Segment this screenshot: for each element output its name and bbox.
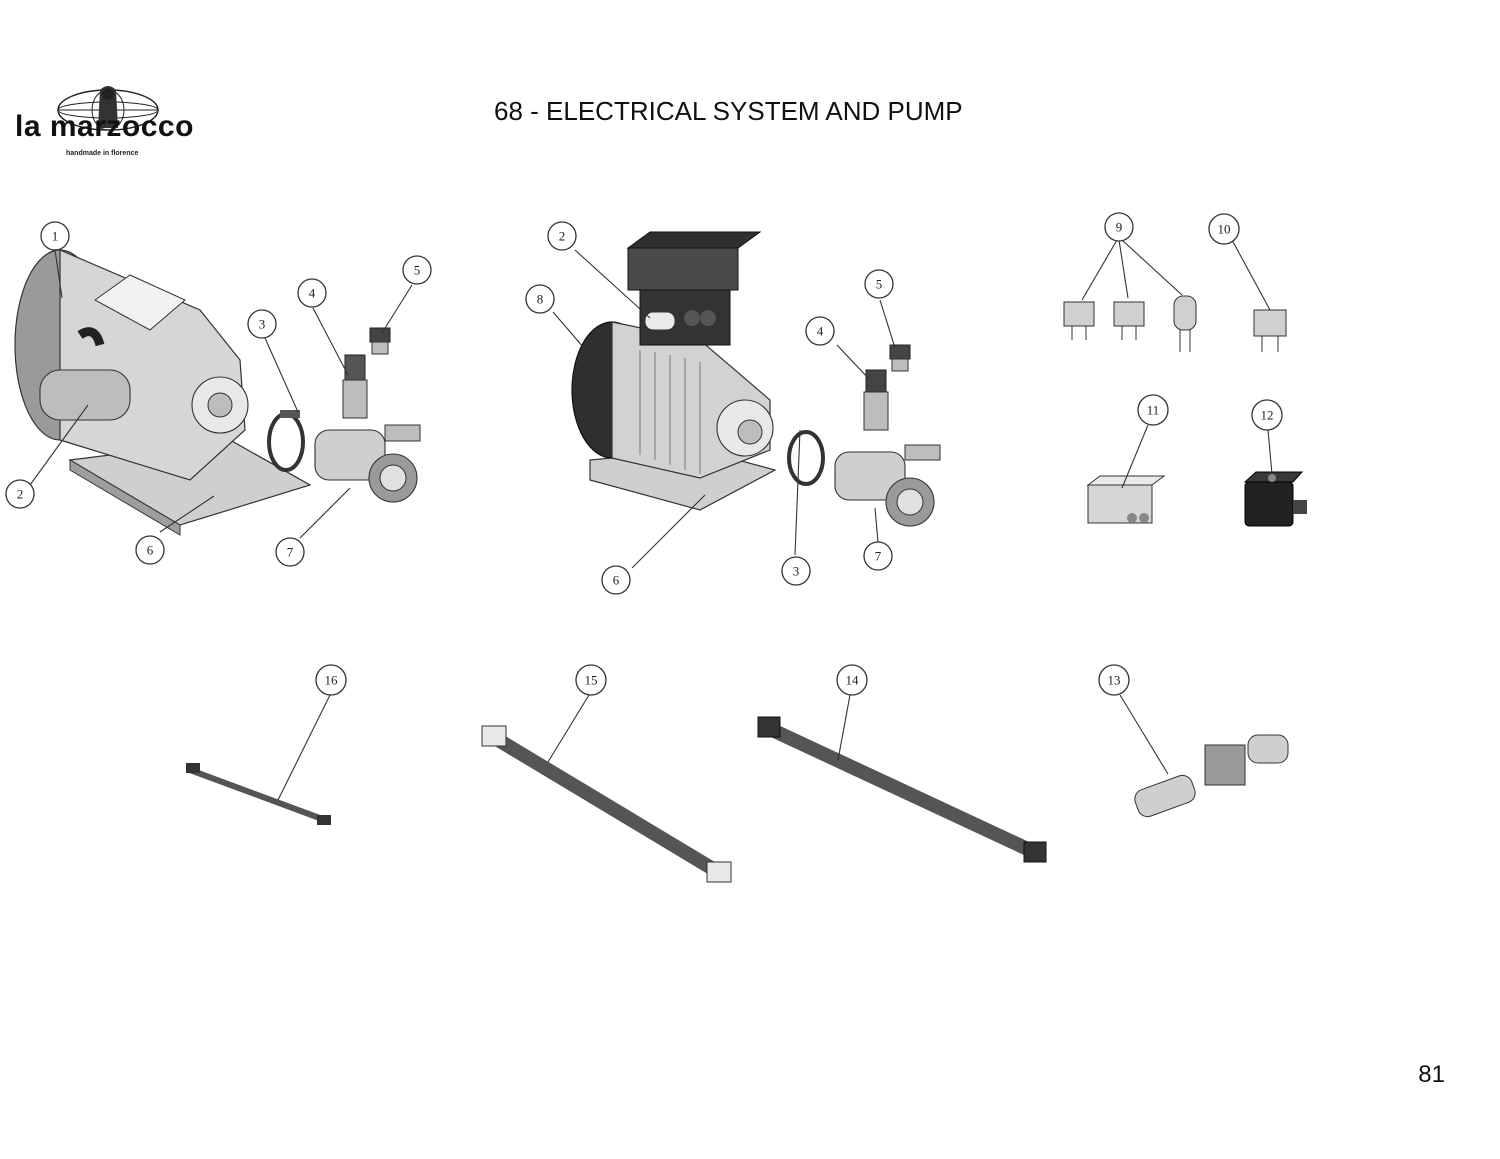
fitting-part-4b [863,369,889,431]
svg-text:9: 9 [1116,220,1123,235]
nut-part-5b [889,344,911,372]
motor-assembly-left [14,249,421,536]
page-title: 68 - ELECTRICAL SYSTEM AND PUMP [494,96,963,126]
callout-5a: 5 [402,255,432,285]
callout-7a: 7 [275,537,305,567]
callout-2a: 2 [5,479,35,509]
svg-text:14: 14 [846,673,860,688]
lion-globe-logo-icon [57,86,159,131]
svg-text:4: 4 [309,286,316,301]
svg-text:12: 12 [1261,408,1274,423]
filter-part-11 [1086,475,1166,524]
callout-14: 14 [836,664,868,696]
svg-text:2: 2 [559,229,566,244]
capacitor-part-2 [644,311,676,331]
relay-part-10 [1253,309,1287,352]
callout-2b: 2 [547,221,577,251]
svg-text:15: 15 [585,673,598,688]
svg-text:3: 3 [259,317,266,332]
svg-text:4: 4 [817,324,824,339]
relay-part-9b [1113,301,1145,340]
callout-4a: 4 [297,278,327,308]
callout-15: 15 [575,664,607,696]
brand-name: la marzocco [15,110,194,143]
callout-9: 9 [1104,212,1134,242]
vane-pump-part-7b [834,444,941,527]
callout-5b: 5 [864,269,894,299]
leader-lines [29,239,1273,801]
svg-text:2: 2 [17,487,24,502]
capacitor-part-9c [1173,295,1197,352]
svg-text:11: 11 [1147,403,1160,418]
cable-part-14 [757,716,1047,863]
svg-text:3: 3 [793,564,800,579]
svg-text:7: 7 [287,545,294,560]
motor-housing [59,249,246,481]
svg-text:8: 8 [537,292,544,307]
svg-text:1: 1 [52,229,59,244]
brand-tagline: handmade in florence [66,150,139,157]
pipe-clamp-part-3b [787,430,825,486]
connector-part-12 [1243,471,1307,527]
callout-13: 13 [1098,664,1130,696]
callout-1: 1 [40,221,70,251]
callout-8: 8 [525,284,555,314]
callout-3b: 3 [781,556,811,586]
plug-connector-part-13 [1134,734,1289,818]
cable-part-16 [186,763,331,825]
svg-text:10: 10 [1218,222,1231,237]
vane-pump-part-7 [314,424,421,503]
callout-4b: 4 [805,316,835,346]
svg-text:5: 5 [876,277,883,292]
cable-part-15 [481,725,732,883]
svg-text:7: 7 [875,549,882,564]
pipe-clamp-part-3 [267,412,305,472]
relay-part-9a [1063,301,1095,340]
callout-12: 12 [1251,399,1283,431]
callout-6b: 6 [601,565,631,595]
callout-7b: 7 [863,541,893,571]
svg-text:16: 16 [325,673,339,688]
callout-3a: 3 [247,309,277,339]
fitting-part-4 [342,354,368,419]
page-number: 81 [1418,1061,1445,1088]
nut-part-5 [369,327,391,355]
callout-11: 11 [1137,394,1169,426]
callout-16: 16 [315,664,347,696]
svg-text:6: 6 [147,543,154,558]
svg-text:5: 5 [414,263,421,278]
svg-text:6: 6 [613,573,620,588]
motor-assembly-middle [571,231,941,527]
callout-6a: 6 [135,535,165,565]
callout-10: 10 [1208,213,1240,245]
svg-text:13: 13 [1108,673,1121,688]
